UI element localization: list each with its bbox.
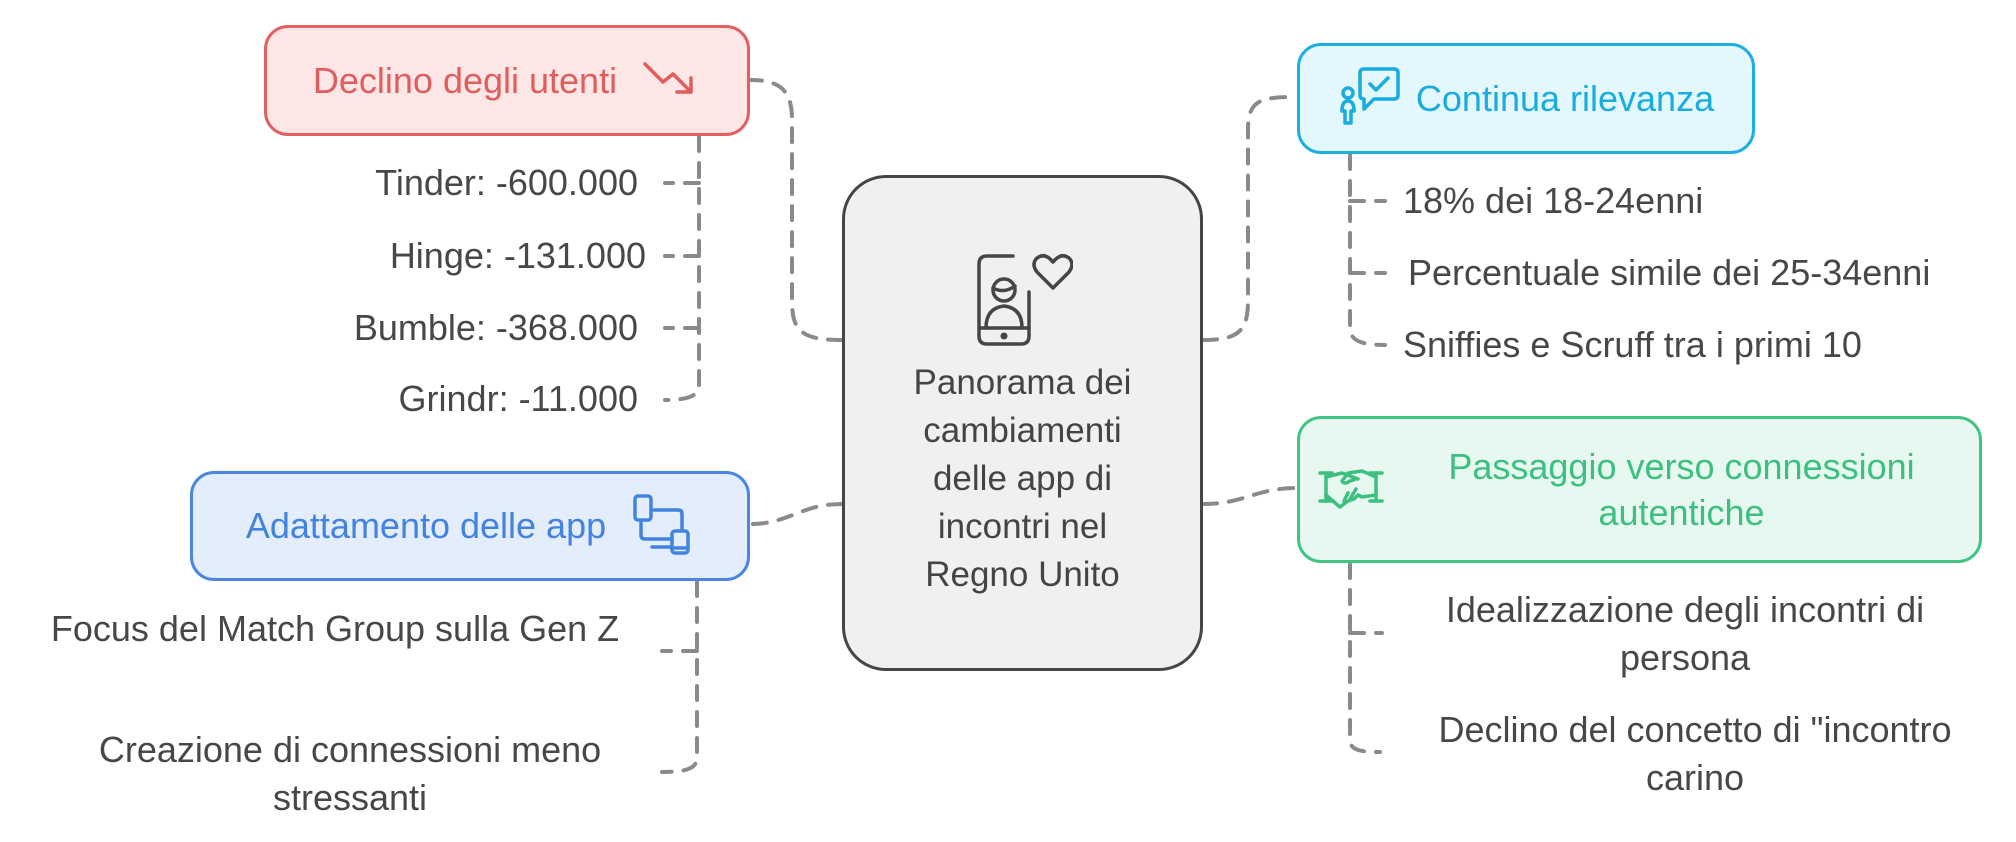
relevance-item: Sniffies e Scruff tra i primi 10 — [1403, 324, 1862, 365]
branch-decline-node[interactable]: Declino degli utenti — [264, 25, 750, 136]
decline-item: Bumble: -368.000 — [353, 307, 638, 348]
authentic-item: Declino del concetto di "incontro carino — [1438, 709, 1952, 798]
connector-relevance-list — [1348, 153, 1387, 347]
connector-center-to-authentic — [1201, 486, 1299, 506]
connector-center-to-decline — [748, 78, 844, 342]
branch-relevance-title: Continua rilevanza — [1415, 77, 1715, 119]
decline-item: Hinge: -131.000 — [389, 235, 646, 276]
relevance-item: 18% dei 18-24enni — [1403, 180, 1704, 221]
branch-adaptation-title: Adattamento delle app — [245, 505, 607, 546]
branch-authentic-node[interactable]: Passaggio verso connessioni autentiche — [1297, 416, 1982, 563]
decline-item: Grindr: -11.000 — [398, 378, 638, 419]
connector-authentic-list — [1348, 562, 1382, 754]
trending-down-icon — [641, 58, 701, 103]
connector-adaptation-list — [660, 580, 699, 774]
adaptation-item: Focus del Match Group sulla Gen Z — [50, 608, 620, 649]
adaptation-item: Creazione di connessioni meno stressanti — [98, 729, 602, 818]
handshake-icon — [1317, 465, 1384, 514]
authentic-item: Idealizzazione degli incontri di persona — [1445, 589, 1925, 678]
connector-center-to-adaptation — [748, 502, 844, 526]
decline-item: Tinder: -600.000 — [375, 162, 638, 203]
phone-profile-heart-icon — [973, 248, 1074, 353]
branch-adaptation-node[interactable]: Adattamento delle app — [190, 471, 750, 581]
branch-decline-title: Declino degli utenti — [312, 59, 618, 101]
person-speech-check-icon — [1338, 65, 1400, 132]
branch-relevance-node[interactable]: Continua rilevanza — [1297, 43, 1755, 154]
connector-center-to-relevance — [1201, 95, 1299, 342]
devices-icon — [632, 493, 694, 560]
branch-authentic-title: Passaggio verso connessioni autentiche — [1448, 445, 1915, 533]
central-topic-title: Panorama dei cambiamenti delle app di in… — [913, 362, 1132, 594]
relevance-item: Percentuale simile dei 25-34enni — [1408, 252, 1931, 293]
connector-decline-list — [663, 135, 701, 402]
central-topic-node[interactable]: Panorama dei cambiamenti delle app di in… — [842, 175, 1203, 671]
